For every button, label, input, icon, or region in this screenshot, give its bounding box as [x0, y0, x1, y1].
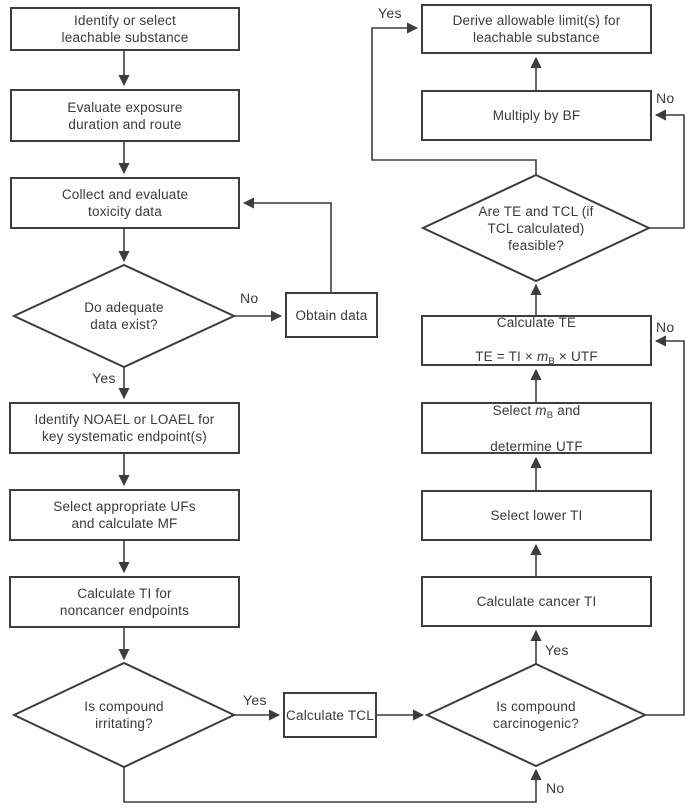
- select-mb-line1-sub: B: [546, 409, 554, 421]
- label-adequate-yes: Yes: [92, 370, 116, 386]
- multiply-bf-label: Multiply by BF: [492, 108, 581, 123]
- edge-irritating-no-to-carcinogenic: [123, 767, 542, 803]
- node-evaluate-exposure: Evaluate exposure duration and route: [10, 89, 240, 142]
- diamond-adequate-data: [11, 263, 237, 369]
- node-collect-toxicity: Collect and evaluate toxicity data: [10, 177, 240, 229]
- select-lower-ti-label: Select lower TI: [490, 508, 583, 523]
- select-mb-line2: determine UTF: [490, 438, 583, 454]
- node-calculate-tcl: Calculate TCL: [283, 692, 377, 738]
- calculate-te-formula-pre: TE = TI ×: [475, 349, 537, 364]
- node-select-mb: Select mB and determine UTF: [421, 402, 652, 454]
- label-carcinogenic-no: No: [656, 319, 675, 335]
- node-multiply-bf: Multiply by BF: [421, 90, 652, 141]
- select-ufs-label: Select appropriate UFs and calculate MF: [53, 499, 196, 531]
- calculate-cancer-ti-label: Calculate cancer TI: [476, 594, 597, 609]
- diamond-feasible: [420, 173, 652, 283]
- calculate-tcl-label: Calculate TCL: [286, 707, 374, 723]
- edge-feasible-yes-to-derive: [371, 22, 537, 175]
- identify-noael-label: Identify NOAEL or LOAEL for key systemat…: [34, 412, 215, 444]
- calculate-te-formula-sub: B: [548, 356, 555, 367]
- node-identify-noael: Identify NOAEL or LOAEL for key systemat…: [9, 402, 240, 454]
- node-calculate-te: Calculate TE TE = TI × mB × UTF: [421, 315, 652, 367]
- calculate-te-formula-var: m: [536, 349, 549, 364]
- label-irritating-no: No: [546, 780, 565, 796]
- derive-limits-label: Derive allowable limit(s) for leachable …: [452, 13, 621, 45]
- calculate-te-formula-post: × UTF: [554, 349, 598, 364]
- calculate-ti-label: Calculate TI for noncancer endpoints: [59, 586, 190, 618]
- select-mb-line1-pre: Select: [492, 402, 536, 418]
- node-identify-substance: Identify or select leachable substance: [10, 7, 240, 51]
- node-derive-limits: Derive allowable limit(s) for leachable …: [421, 4, 652, 54]
- diamond-is-irritating: [11, 661, 237, 769]
- select-mb-label: Select mB and determine UTF: [490, 385, 583, 472]
- calculate-te-line1: Calculate TE: [496, 315, 577, 330]
- edge-carcinogenic-no-to-calculate-te: [645, 335, 685, 716]
- calculate-te-formula: TE = TI × mB × UTF: [475, 348, 598, 367]
- calculate-te-label: Calculate TE TE = TI × mB × UTF: [475, 297, 598, 384]
- label-adequate-no: No: [240, 290, 259, 306]
- node-obtain-data: Obtain data: [285, 292, 378, 338]
- evaluate-exposure-label: Evaluate exposure duration and route: [67, 99, 183, 132]
- label-irritating-yes: Yes: [243, 692, 267, 708]
- label-carcinogenic-yes: Yes: [545, 642, 569, 658]
- obtain-data-label: Obtain data: [295, 307, 368, 323]
- collect-toxicity-label: Collect and evaluate toxicity data: [61, 187, 189, 219]
- node-calculate-ti: Calculate TI for noncancer endpoints: [9, 576, 240, 628]
- select-mb-line1-post: and: [553, 402, 581, 418]
- label-feasible-no: No: [656, 90, 675, 106]
- select-mb-line1: Select mB and: [490, 402, 583, 421]
- label-feasible-yes: Yes: [378, 5, 402, 21]
- node-select-ufs: Select appropriate UFs and calculate MF: [9, 489, 240, 541]
- select-mb-line1-var: m: [535, 402, 547, 418]
- edge-feasible-no-to-multiply: [649, 109, 685, 229]
- edge-obtain-loop-to-collect: [242, 197, 332, 292]
- node-select-lower-ti: Select lower TI: [421, 490, 652, 541]
- diamond-is-carcinogenic: [424, 662, 648, 768]
- identify-substance-label: Identify or select leachable substance: [61, 13, 189, 45]
- node-calculate-cancer-ti: Calculate cancer TI: [421, 576, 652, 627]
